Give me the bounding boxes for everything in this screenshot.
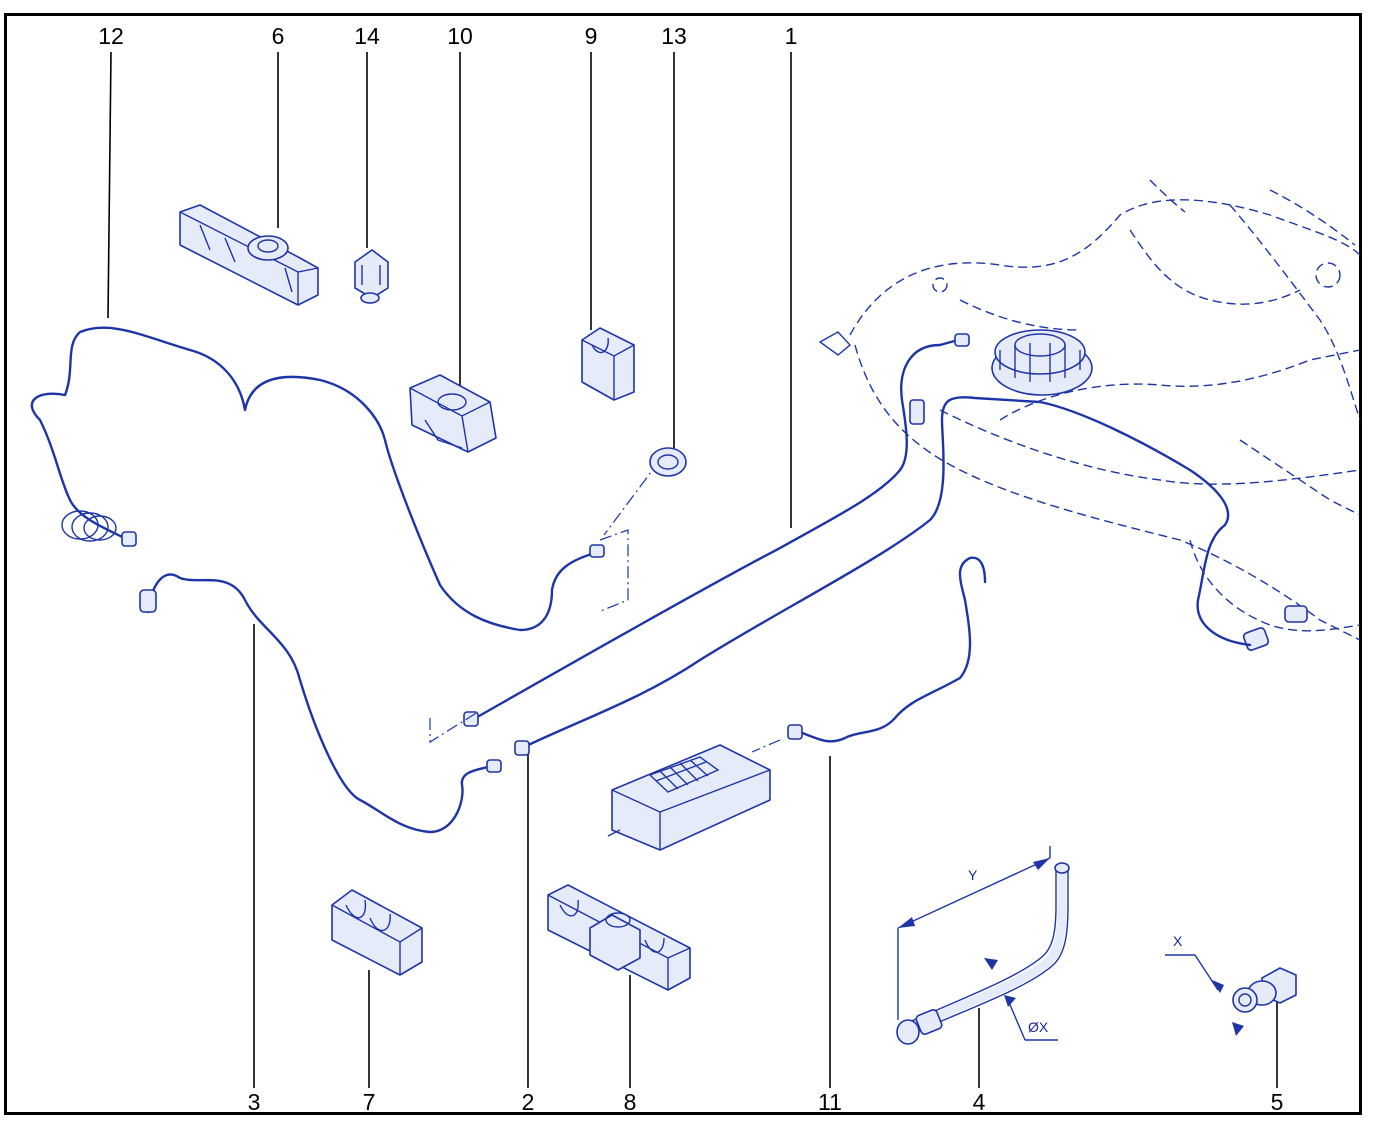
pipe-3-fitting [486, 759, 502, 773]
pipe-12-coil [61, 510, 117, 542]
dimension-diameter: ØX [984, 958, 1058, 1041]
pipe-3-end-fitting [139, 589, 157, 613]
part-14-fastener [354, 249, 389, 304]
part-7-clip [331, 889, 423, 976]
callout-9: 9 [585, 23, 598, 49]
dimension-x-label: X [1173, 933, 1183, 949]
canister-grid [648, 756, 720, 793]
dimension-y: Y [897, 846, 1051, 1020]
part-4-hose [896, 862, 1070, 1045]
dimension-diameter-label: ØX [1028, 1019, 1049, 1035]
pipe-2-fitting [514, 740, 530, 756]
pipe-12-end-fitting [121, 531, 137, 547]
pipe-3 [146, 573, 497, 834]
pipe-11-fitting [787, 724, 803, 740]
part-8-clip [547, 884, 691, 991]
dimension-y-label: Y [968, 867, 978, 883]
diagram-frame [4, 13, 1362, 1115]
pipe-11 [798, 556, 987, 743]
part-6-clip [179, 204, 319, 306]
dimension-x: X [1165, 933, 1244, 1036]
pipe-1-end-fitting [954, 333, 970, 347]
pipe-2 [520, 396, 1252, 750]
leader-lines [107, 51, 1278, 1088]
part-10-clip [409, 374, 497, 453]
callout-11: 11 [818, 1089, 842, 1115]
callout-7: 7 [363, 1089, 376, 1115]
callout-3: 3 [248, 1089, 261, 1115]
callout-6: 6 [272, 23, 285, 49]
callout-12: 12 [98, 23, 124, 49]
callout-13: 13 [661, 23, 687, 49]
callout-2: 2 [522, 1089, 535, 1115]
pipe-12-fitting [589, 544, 605, 558]
callout-5: 5 [1271, 1089, 1284, 1115]
part-13-clamp [649, 447, 687, 477]
callout-14: 14 [354, 23, 380, 49]
pipe-12 [30, 326, 600, 632]
pipe-1-fitting [463, 711, 479, 727]
part-9-clip [581, 327, 635, 401]
filler-cap [991, 329, 1093, 396]
charcoal-canister [607, 744, 771, 851]
assembly-guides [429, 459, 781, 753]
tank-connector [909, 399, 1308, 651]
callout-1: 1 [785, 23, 798, 49]
callout-10: 10 [447, 23, 473, 49]
part-5-union [1232, 967, 1297, 1013]
callout-4: 4 [973, 1089, 986, 1115]
pipe-1 [470, 338, 960, 722]
callout-8: 8 [624, 1089, 637, 1115]
fuel-tank-outline [818, 179, 1361, 641]
